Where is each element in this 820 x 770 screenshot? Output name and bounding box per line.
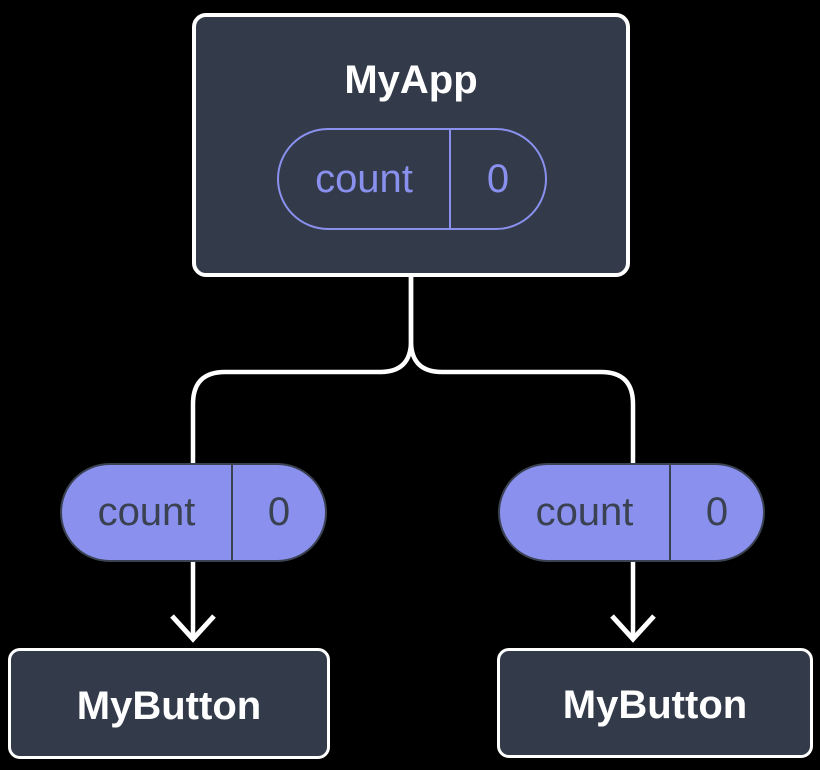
prop-pill-left-name: count — [62, 465, 233, 560]
myapp-component-node: MyApp count 0 — [192, 13, 630, 277]
mybutton-component-node-right: MyButton — [497, 648, 813, 758]
prop-pill-right-name: count — [500, 465, 671, 560]
branch-connector-left — [190, 276, 414, 464]
mybutton-right-label: MyButton — [562, 683, 748, 727]
branch-connector-right — [408, 276, 636, 464]
prop-pill-left-value: 0 — [267, 490, 291, 534]
prop-pill-right: count 0 — [498, 463, 765, 562]
state-pill: count 0 — [277, 128, 547, 230]
prop-arrow-right-head-icon — [610, 614, 656, 643]
state-pill-value: 0 — [486, 156, 510, 201]
mybutton-component-node-left: MyButton — [8, 648, 330, 759]
state-pill-name: count — [279, 130, 451, 228]
prop-arrow-left-head-icon — [170, 614, 216, 643]
prop-pill-right-value: 0 — [705, 490, 729, 534]
myapp-node-label: MyApp — [344, 58, 478, 102]
prop-pill-left: count 0 — [60, 463, 327, 562]
mybutton-left-label: MyButton — [76, 683, 262, 728]
